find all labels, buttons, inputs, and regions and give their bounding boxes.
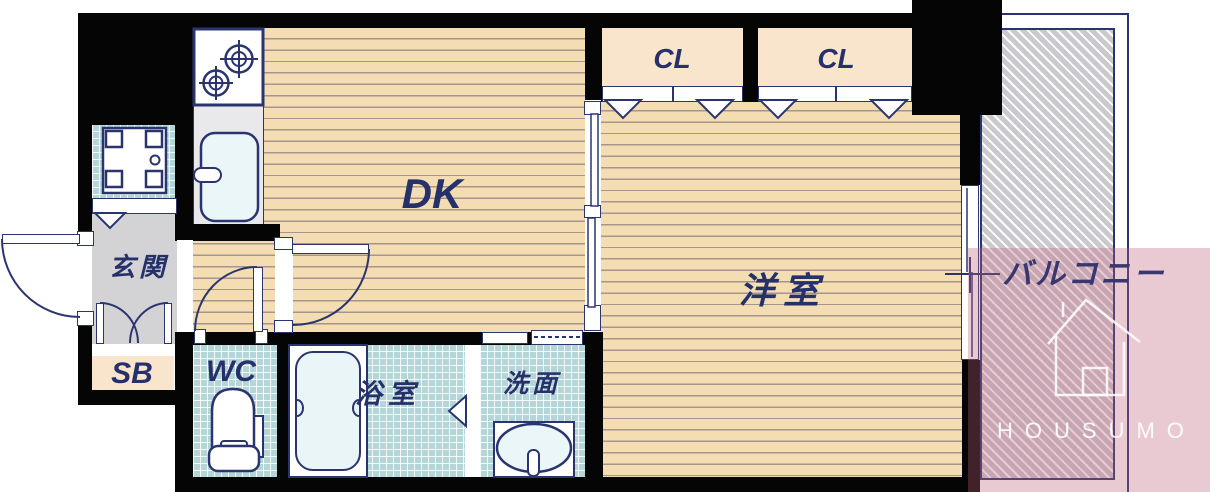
watermark-brand-text: HOUSUMO bbox=[997, 418, 1196, 443]
wc-door-leaf bbox=[253, 267, 263, 332]
wall-right-lower bbox=[962, 360, 980, 477]
balcony-outer-rail-right bbox=[1127, 13, 1129, 492]
dk-door-jamb-top bbox=[274, 237, 293, 250]
bathtub-icon bbox=[288, 344, 368, 478]
washroom-top-box bbox=[482, 332, 528, 344]
room-label-bathroom: 浴室 bbox=[355, 378, 421, 409]
washing-machine-pan-icon bbox=[101, 126, 168, 195]
dk-doorway-strip bbox=[275, 241, 293, 332]
watermark-overlay bbox=[968, 248, 1210, 492]
wc-door-arc bbox=[194, 266, 258, 332]
wall-closet-left-end bbox=[585, 13, 602, 102]
shoebox-door-arc-right bbox=[129, 302, 169, 344]
shoebox-door-arc-left bbox=[99, 302, 139, 344]
closet-left-door-split bbox=[672, 87, 674, 101]
balcony-window-icon bbox=[966, 188, 973, 357]
closet-left-marker-2 bbox=[694, 99, 736, 120]
wall-wc-bath bbox=[277, 344, 290, 492]
wall-mid-column-lower bbox=[175, 332, 193, 492]
entrance-folding-marker bbox=[92, 212, 128, 230]
kitchen-sink-icon bbox=[193, 131, 260, 223]
wall-topright-block bbox=[912, 0, 1002, 115]
room-label-toilet: WC bbox=[206, 355, 256, 388]
bathroom-door-marker bbox=[447, 393, 467, 429]
bathroom-door-strip bbox=[465, 344, 480, 478]
closet-right-marker-1 bbox=[757, 99, 799, 120]
room-label-shoe-box: SB bbox=[111, 357, 153, 390]
room-label-balcony: バルコニー bbox=[1002, 258, 1167, 291]
closet-left-marker-1 bbox=[602, 99, 644, 120]
entrance-hall-threshold bbox=[177, 240, 193, 332]
western-room-floor bbox=[600, 100, 962, 477]
dk-door-jamb-bottom bbox=[274, 320, 293, 333]
entrance-door-jamb-bottom bbox=[77, 311, 94, 326]
entrance-shoebox-gap bbox=[92, 344, 177, 356]
closet-right-marker-2 bbox=[868, 99, 910, 120]
room-label-closet-left: CL bbox=[653, 43, 691, 74]
wc-door-jamb-left bbox=[194, 329, 206, 344]
wall-closet-divider bbox=[743, 13, 758, 102]
room-label-washroom: 洗面 bbox=[502, 369, 561, 398]
toilet-icon bbox=[207, 387, 264, 473]
wall-top bbox=[78, 13, 912, 28]
door-arcs bbox=[1, 238, 370, 344]
wall-left-upper bbox=[78, 125, 92, 233]
wall-hall-top-band bbox=[175, 224, 280, 241]
wall-left-lower bbox=[78, 325, 92, 405]
balcony-leader-cross bbox=[945, 257, 1000, 293]
entrance-door-arc bbox=[1, 238, 81, 318]
shoe-box-area bbox=[92, 356, 174, 391]
balcony-outer-rail-top bbox=[1002, 13, 1129, 15]
wall-bottom-band bbox=[175, 477, 980, 492]
closet-right-door-split bbox=[835, 87, 837, 101]
dk-door-arc bbox=[292, 248, 370, 326]
balcony-area bbox=[980, 28, 1115, 480]
wall-washroom-west-room bbox=[585, 332, 603, 492]
washbasin-icon bbox=[493, 421, 575, 478]
sliding-partition-icon bbox=[587, 113, 599, 308]
closet-left-area bbox=[602, 28, 743, 87]
room-label-dk: DK bbox=[401, 170, 463, 217]
folding-door-markers bbox=[92, 99, 910, 429]
wall-mid-column-upper bbox=[175, 125, 193, 241]
wall-topleft-block bbox=[78, 13, 193, 125]
watermark-house-icon bbox=[1047, 298, 1141, 397]
wall-right-upper bbox=[960, 115, 980, 185]
room-label-closet-right: CL bbox=[817, 43, 855, 74]
wall-bottomleft-band bbox=[78, 390, 175, 405]
stove-icon bbox=[192, 27, 265, 107]
entrance-step-band bbox=[92, 198, 177, 214]
room-label-entrance: 玄関 bbox=[108, 252, 169, 282]
room-label-western-room: 洋室 bbox=[738, 270, 827, 311]
closet-right-area bbox=[758, 28, 912, 87]
